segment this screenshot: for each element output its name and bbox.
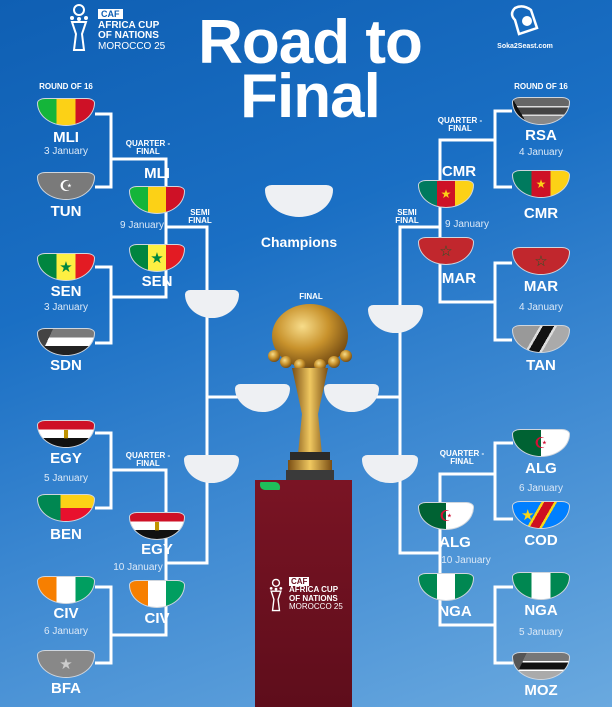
line-r-qf-2: [438, 472, 495, 627]
pedestal-line3: MOROCCO 25: [289, 602, 343, 612]
line-l-qf-2: [111, 468, 168, 637]
quarter-final-label-right-2: QUARTER - FINAL: [439, 449, 485, 466]
team-label: ALG: [439, 534, 471, 551]
team-label: CIV: [144, 610, 170, 627]
team-label: NGA: [438, 603, 472, 620]
team-label: MOZ: [524, 682, 558, 699]
match-date: 3 January: [44, 146, 88, 157]
trophy-pedestal: CAF AFRICA CUP OF NATIONS MOROCCO 25: [255, 480, 352, 707]
team-label: RSA: [525, 127, 557, 144]
semi-final-label-right: SEMI FINAL: [395, 208, 419, 225]
quarter-final-label-left-1: QUARTER - FINAL: [125, 139, 171, 156]
line-r-r16-3: [493, 441, 513, 521]
team-label: BEN: [50, 526, 82, 543]
line-l-sf: [166, 225, 209, 565]
match-date: 9 January: [120, 220, 164, 231]
round-of-16-label-right: ROUND OF 16: [514, 82, 568, 91]
match-date: 6 January: [44, 626, 88, 637]
quarter-final-label-right-1: QUARTER - FINAL: [437, 116, 483, 133]
team-label: CMR: [523, 205, 559, 222]
team-label: EGY: [50, 450, 82, 467]
line-l-r16-1: [95, 112, 113, 189]
team-label: SEN: [141, 273, 173, 290]
match-date: 4 January: [519, 147, 563, 158]
final-label: FINAL: [299, 292, 323, 301]
pedestal-line2: OF NATIONS: [289, 593, 338, 603]
team-label: TUN: [50, 203, 82, 220]
line-r-sf: [398, 225, 440, 555]
team-label: TAN: [526, 357, 556, 374]
pedestal-trophy-logo-icon: [269, 578, 283, 612]
pedestal-caf-brand: CAF: [289, 577, 310, 586]
title-line2: Final: [240, 62, 381, 131]
site-name: Soka2Seast.com: [497, 43, 553, 50]
match-date: 5 January: [519, 627, 563, 638]
caf-line3: MOROCCO 25: [98, 40, 166, 52]
quarter-final-label-left-2: QUARTER - FINAL: [125, 451, 171, 468]
caf-logo: CAF AFRICA CUP OF NATIONS MOROCCO 25: [66, 4, 178, 54]
afcon-trophy-icon: [268, 304, 352, 480]
team-label: ALG: [525, 460, 557, 477]
ball-map-icon: [510, 5, 539, 36]
semi-final-label-left: SEMI FINAL: [188, 208, 212, 225]
match-date: 9 January: [445, 219, 489, 230]
line-r-r16-1: [493, 109, 512, 189]
team-label: CIV: [53, 605, 79, 622]
site-logo: Soka2Seast.com: [490, 4, 560, 54]
team-label: MAR: [441, 270, 477, 287]
caf-brand: CAF: [98, 9, 123, 19]
team-label: BFA: [51, 680, 81, 697]
pedestal-line1: AFRICA CUP: [289, 585, 339, 595]
caf-line1: AFRICA CUP: [98, 19, 160, 31]
match-date: 3 January: [44, 302, 88, 313]
line-r-qf-1: [438, 138, 495, 304]
team-label: SDN: [50, 357, 82, 374]
team-label: MLI: [53, 129, 79, 146]
team-label: COD: [524, 532, 558, 549]
line-l-r16-3: [95, 431, 113, 510]
team-label: CMR: [441, 163, 477, 180]
match-date: 10 January: [441, 555, 491, 566]
line-l-r16-4: [95, 585, 113, 665]
team-label: EGY: [141, 541, 173, 558]
team-label: SEN: [50, 283, 82, 300]
pedestal-accent: [257, 482, 283, 490]
line-r-r16-4: [493, 585, 513, 665]
champions-label: Champions: [260, 234, 338, 250]
match-date: 10 January: [113, 562, 163, 573]
match-date: 5 January: [44, 473, 88, 484]
round-of-16-label-left: ROUND OF 16: [39, 82, 93, 91]
match-date: 4 January: [519, 302, 563, 313]
caf-line2: OF NATIONS: [98, 30, 159, 41]
team-label: MAR: [523, 278, 559, 295]
match-date: 6 January: [519, 483, 563, 494]
team-label: NGA: [524, 602, 558, 619]
team-label: MLI: [144, 165, 170, 182]
line-l-r16-2: [95, 265, 113, 345]
trophy-logo-icon: [70, 4, 88, 51]
title-line1: Road to: [198, 8, 423, 77]
